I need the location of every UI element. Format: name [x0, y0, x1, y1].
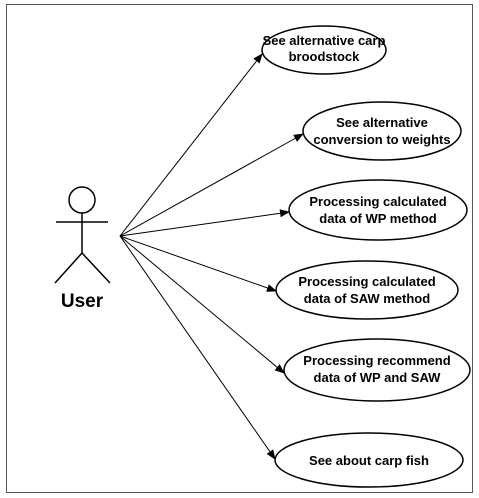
use-case-label-line-1: Processing calculated	[309, 194, 446, 209]
use-case-label-line-2: data of WP method	[319, 211, 437, 226]
use-case-ellipse	[274, 432, 464, 488]
use-case-label-line-2: broodstock	[289, 49, 361, 64]
use-case-label-line-1: Processing recommend	[303, 353, 450, 368]
use-case-ellipse	[283, 338, 471, 402]
use-case-ellipse	[261, 25, 387, 75]
actor-left-leg	[54, 252, 83, 284]
arrow-to-use-case-2	[119, 133, 304, 237]
use-case-label-line-1: Processing calculated	[298, 274, 435, 289]
use-case-label-line-2: data of SAW method	[304, 291, 430, 306]
arrow-to-use-case-3	[119, 209, 290, 237]
arrow-to-use-case-1	[119, 53, 263, 237]
use-case-1: See alternative carp broodstock	[261, 25, 387, 75]
use-case-label-line-1: See alternative	[336, 115, 428, 130]
arrow-to-use-case-5	[119, 235, 285, 374]
arrow-to-use-case-4	[119, 235, 277, 292]
use-case-ellipse	[302, 101, 462, 161]
use-case-ellipse	[288, 179, 468, 241]
arrow-to-use-case-6	[119, 235, 276, 460]
use-case-2: See alternative conversion to weights	[302, 101, 462, 161]
use-case-label-line-2: data of WP and SAW	[314, 370, 442, 385]
use-case-3: Processing calculated data of WP method	[288, 179, 468, 241]
use-case-label-line-1: See about carp fish	[309, 453, 429, 468]
use-case-5: Processing recommend data of WP and SAW	[283, 338, 471, 402]
use-case-label-line-1: See alternative carp	[263, 33, 386, 48]
diagram-border	[6, 4, 473, 493]
use-case-label-line-2: conversion to weights	[313, 132, 450, 147]
actor-right-leg	[81, 252, 111, 284]
use-case-4: Processing calculated data of SAW method	[275, 260, 459, 320]
use-case-6: See about carp fish	[274, 432, 464, 488]
use-case-ellipse	[275, 260, 459, 320]
association-arrows	[119, 53, 304, 460]
actor-user: User	[54, 186, 111, 312]
actor-label: User	[61, 291, 104, 312]
actor-head	[68, 186, 96, 214]
